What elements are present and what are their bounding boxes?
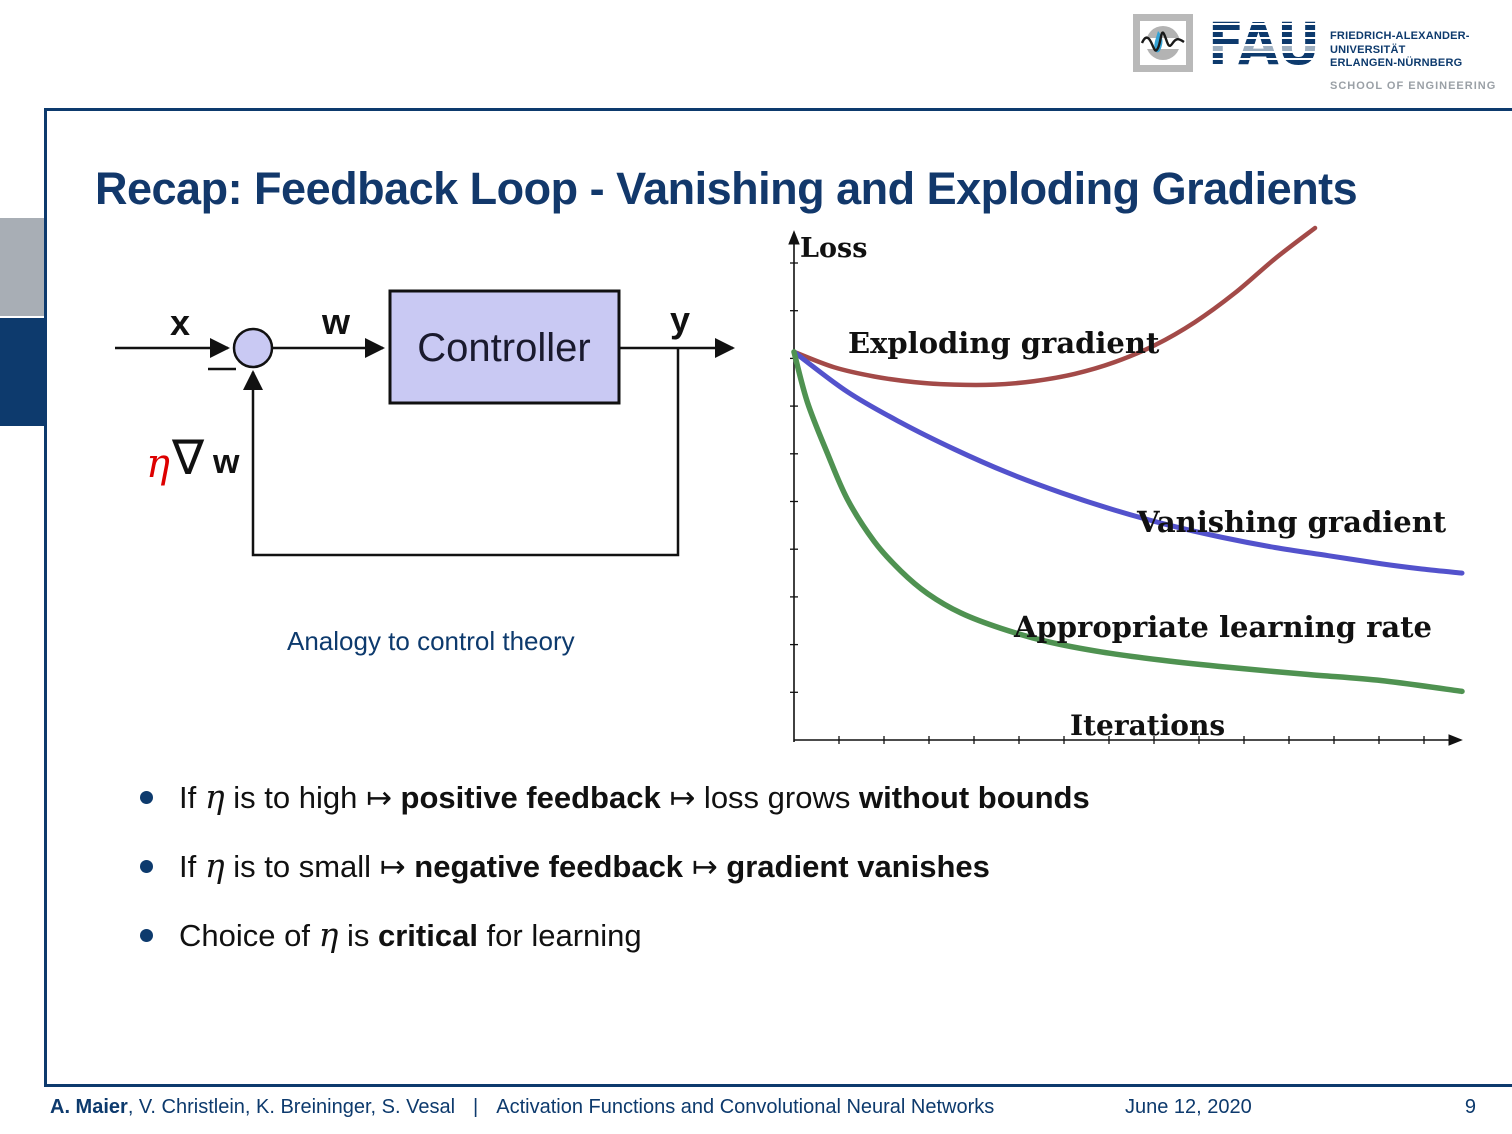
annotation-exploding-gradient: Exploding gradient (848, 326, 1160, 360)
footer-page-number: 9 (1464, 1096, 1476, 1118)
fau-name-line1: FRIEDRICH-ALEXANDER- (1330, 30, 1470, 42)
feedback-path (243, 348, 680, 557)
fau-university-name: FRIEDRICH-ALEXANDER- UNIVERSITÄT ERLANGE… (1330, 30, 1496, 93)
footer-separator: | (473, 1096, 479, 1118)
loss-chart: Loss Iterations Exploding gradient Vanis… (788, 225, 1465, 746)
weight-label: w (321, 301, 351, 342)
school-of-engineering-label: SCHOOL OF ENGINEERING (1330, 79, 1497, 92)
slide-content-frame (44, 108, 1512, 1087)
bullet-dot (140, 791, 153, 804)
bullet-item: If η is to small ↦ negative feedback ↦ g… (140, 847, 1400, 885)
bullet-list: If η is to high ↦ positive feedback ↦ lo… (140, 778, 1400, 985)
bullet-item: Choice of η is critical for learning (140, 916, 1400, 954)
fau-name-line3: ERLANGEN-NÜRNBERG (1330, 57, 1463, 69)
eta-symbol: η (146, 441, 170, 487)
footer-authors-and-course: A. Maier, V. Christlein, K. Breininger, … (50, 1096, 994, 1119)
bullet-dot (140, 860, 153, 873)
annotation-vanishing-gradient: Vanishing gradient (1136, 505, 1447, 539)
curve-appropriate-learning-rate (791, 349, 1465, 695)
diagram-caption: Analogy to control theory (287, 626, 575, 656)
curve-vanishing-gradient (791, 349, 1465, 576)
bullet-text: If η is to small ↦ negative feedback ↦ g… (179, 846, 990, 886)
controller-label: Controller (417, 326, 590, 370)
feedback-loop-diagram: Controller x w y η ∇ w (115, 289, 735, 557)
bullet-text: Choice of η is critical for learning (179, 915, 642, 954)
gradient-w-symbol: w (212, 443, 240, 481)
input-label: x (170, 302, 190, 343)
footer: A. Maier, V. Christlein, K. Breininger, … (0, 1096, 1512, 1126)
footer-course-title: Activation Functions and Convolutional N… (496, 1096, 995, 1118)
sidebar-tab-navy (0, 318, 44, 426)
lab-logo-waveform-icon (1140, 31, 1185, 52)
annotation-appropriate-learning-rate: Appropriate learning rate (1013, 610, 1432, 644)
fau-letters: FAU (1208, 18, 1320, 68)
sidebar-tab-gray (0, 218, 44, 316)
bullet-dot (140, 929, 153, 942)
summing-junction (232, 327, 274, 369)
pattern-recognition-lab-logo (1133, 14, 1193, 72)
curve-exploding-gradient (791, 225, 1318, 388)
controller-box (388, 289, 621, 405)
page-title: Recap: Feedback Loop - Vanishing and Exp… (95, 163, 1358, 215)
bullet-text: If η is to high ↦ positive feedback ↦ lo… (179, 777, 1090, 817)
x-axis-label: Iterations (1070, 709, 1225, 742)
nabla-symbol: ∇ (171, 430, 205, 486)
y-axis-label: Loss (800, 233, 867, 264)
footer-author-main: A. Maier (50, 1096, 128, 1118)
output-label: y (670, 299, 690, 340)
fau-wordmark: FAU (1208, 18, 1320, 68)
chart-curves (791, 225, 1465, 695)
bullet-item: If η is to high ↦ positive feedback ↦ lo… (140, 778, 1400, 816)
footer-authors-rest: , V. Christlein, K. Breininger, S. Vesal (127, 1096, 456, 1118)
footer-date: June 12, 2020 (1125, 1096, 1252, 1118)
fau-name-line2: UNIVERSITÄT (1330, 43, 1406, 56)
